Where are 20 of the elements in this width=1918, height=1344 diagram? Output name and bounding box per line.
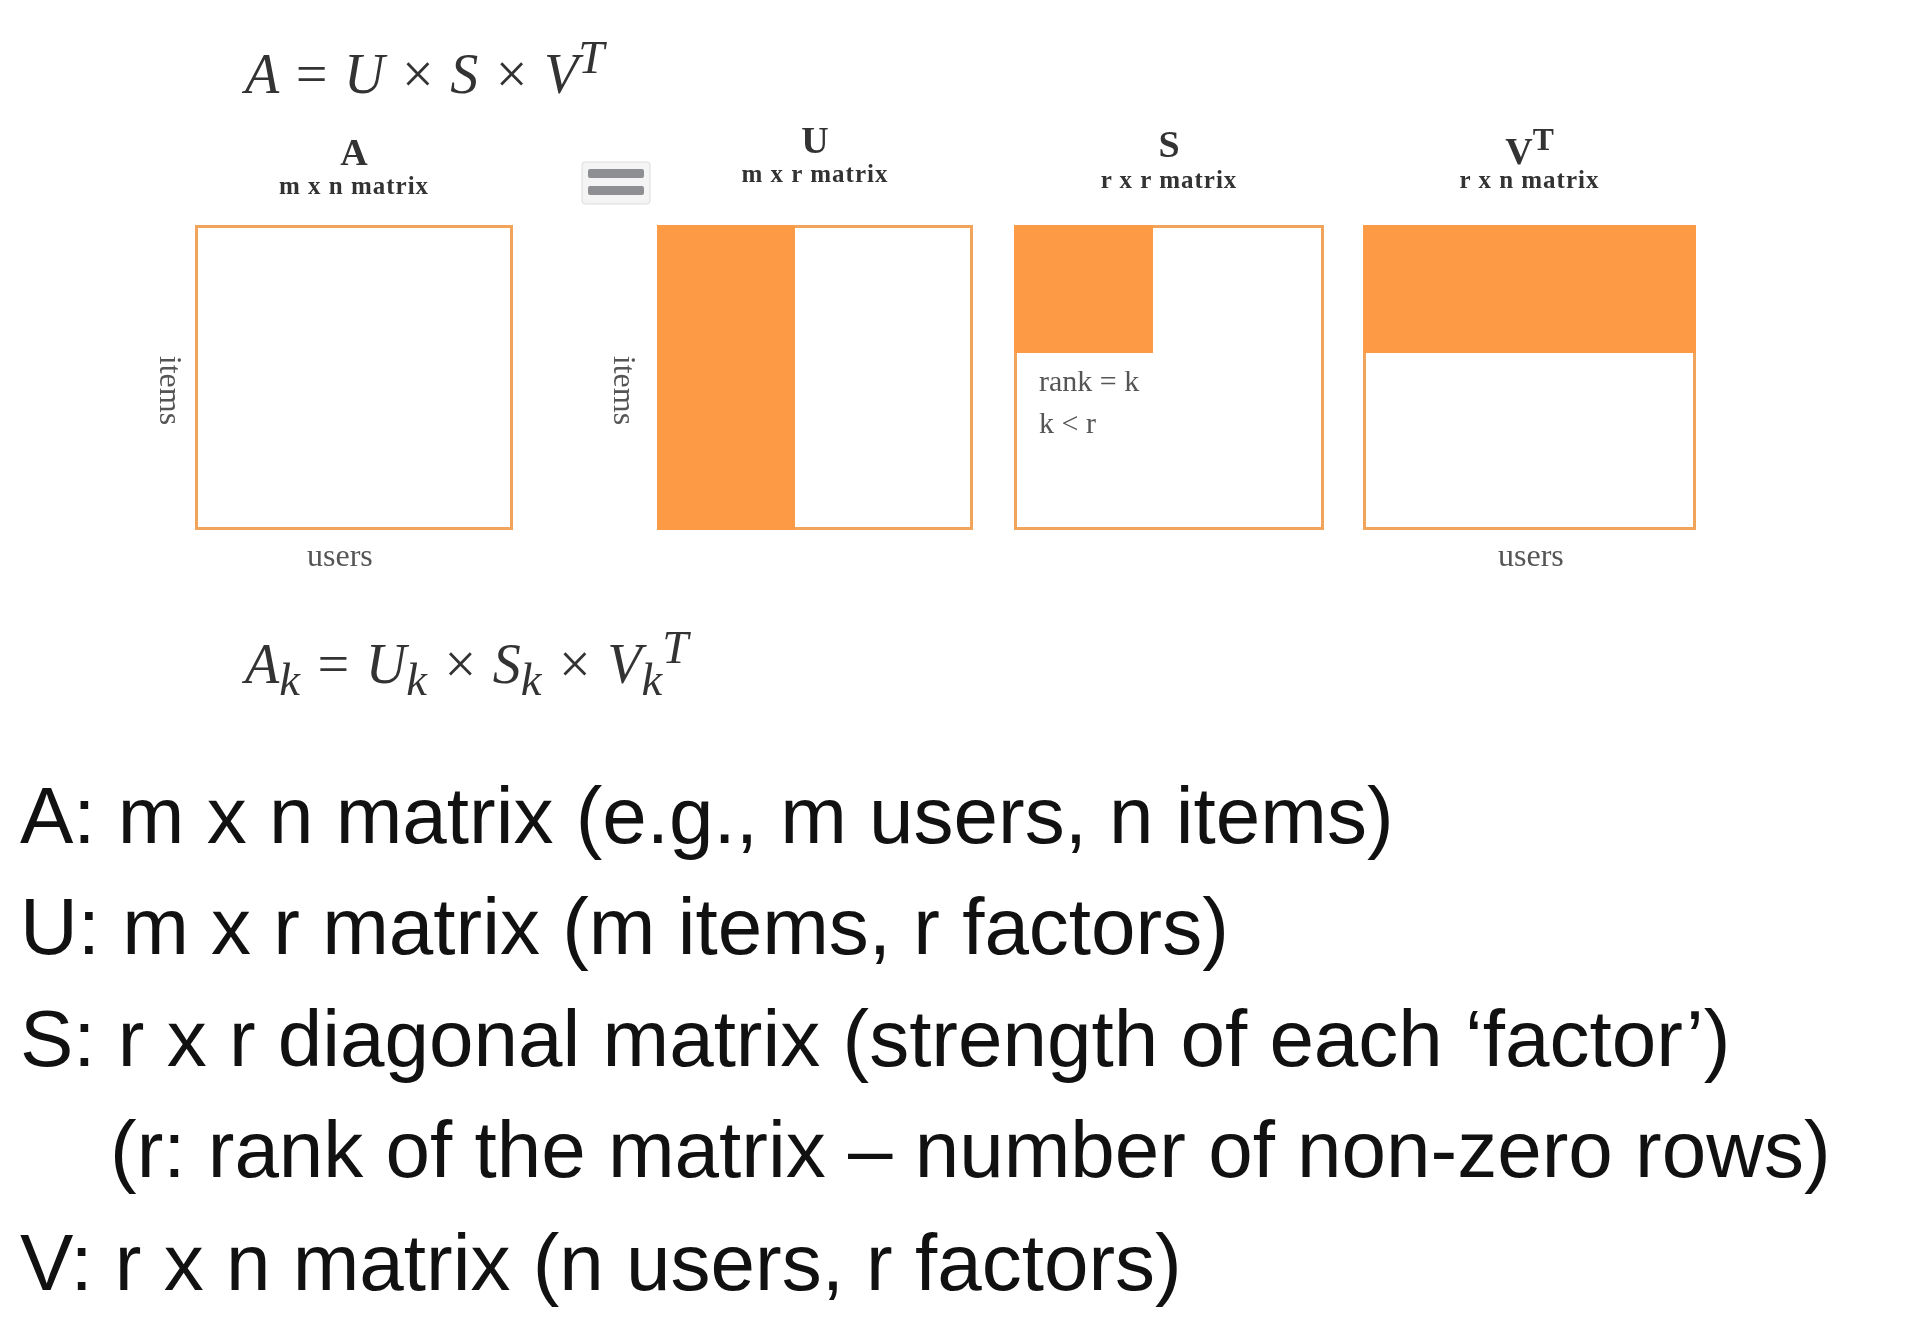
- matrix-name: U: [801, 118, 829, 162]
- definition-text: U: m x r matrix (m items, r factors): [20, 881, 1229, 973]
- matrix-name: A: [340, 130, 368, 174]
- matrix-dimensions: r x r matrix: [1100, 166, 1238, 194]
- matrix-name: S: [1158, 122, 1180, 166]
- rank-note: rank = k: [1039, 364, 1140, 398]
- matrix-dimensions: m x r matrix: [741, 160, 889, 188]
- axis-label: items: [151, 355, 189, 425]
- shaded-block: [1014, 225, 1153, 353]
- shaded-block: [1363, 225, 1696, 353]
- definition-text: S: r x r diagonal matrix (strength of each ‘factor’): [20, 993, 1731, 1085]
- definition-text: (r: rank of the matrix – number of non-zero rows): [110, 1104, 1831, 1196]
- shaded-block: [657, 225, 795, 530]
- axis-label: users: [1498, 536, 1564, 574]
- rank-note: k < r: [1039, 406, 1096, 440]
- definition-text: A: m x n matrix (e.g., m users, n items): [20, 770, 1394, 862]
- definition-text: V: r x n matrix (n users, r factors): [20, 1217, 1182, 1309]
- matrix-dimensions: m x n matrix: [278, 172, 430, 200]
- axis-label: items: [605, 355, 643, 425]
- axis-label: users: [307, 536, 373, 574]
